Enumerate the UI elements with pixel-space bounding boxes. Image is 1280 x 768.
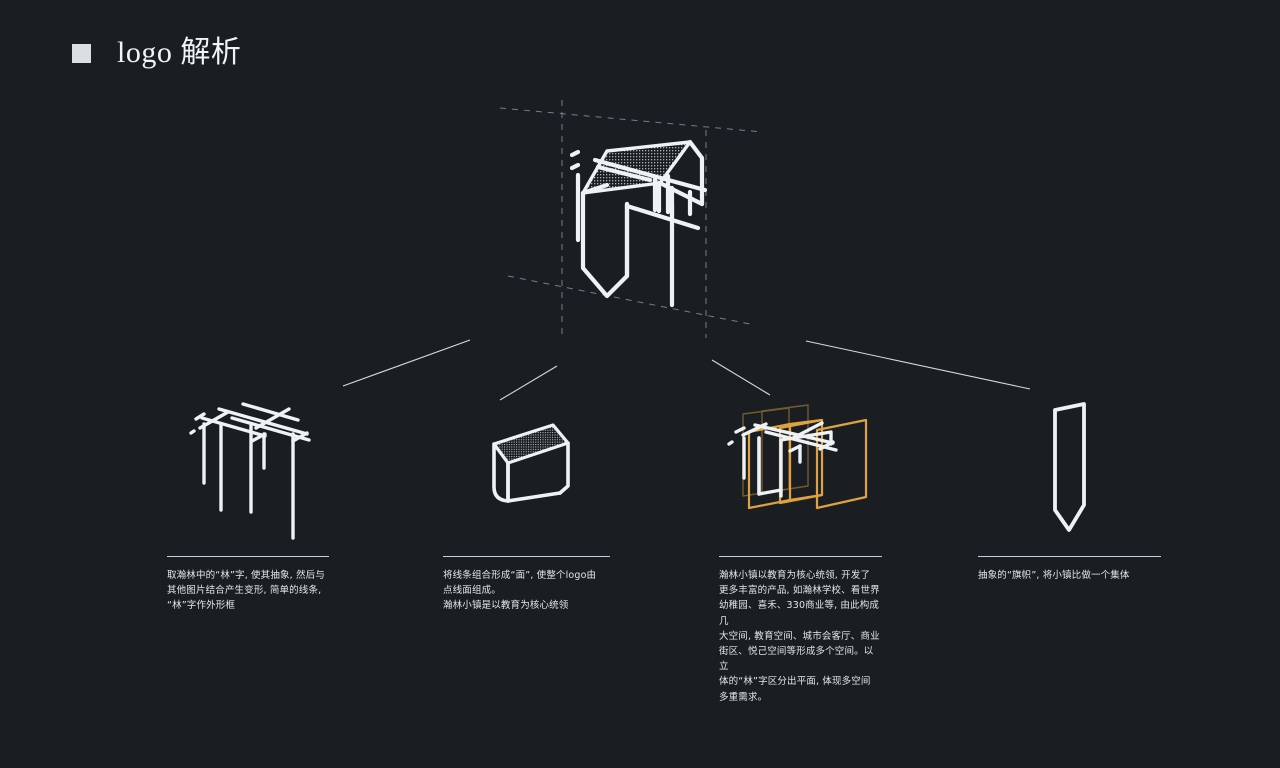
plane-gold-join-1 bbox=[788, 418, 824, 426]
planes-cross-1 bbox=[741, 422, 768, 437]
planes-cross-3 bbox=[818, 440, 835, 451]
caption-flag-text: 抽象的“旗帜”, 将小镇比做一个集体 bbox=[978, 570, 1130, 581]
step-surface-volume bbox=[492, 423, 570, 503]
caption-surface-text: 将线条组合形成“面”, 使整个logo由 点线面组成。 瀚林小镇是以教育为核心统… bbox=[443, 570, 597, 612]
logo-top-face bbox=[581, 140, 692, 195]
lattice-cross-1 bbox=[198, 410, 230, 430]
lattice-cross-3 bbox=[291, 431, 309, 443]
connector-lines bbox=[342, 339, 1031, 401]
plane-gold-3 bbox=[815, 418, 868, 510]
caption-spaces: 瀚林小镇以教育为核心统领, 开发了 更多丰富的产品, 如瀚林学校、看世界 幼稚园… bbox=[719, 556, 882, 705]
box-top-face bbox=[492, 423, 570, 465]
step-abstract-flag bbox=[1053, 402, 1086, 532]
logo-top-depth-edge bbox=[657, 180, 705, 207]
planes-diag-2 bbox=[764, 430, 838, 452]
caption-surface: 将线条组合形成“面”, 使整个logo由 点线面组成。 瀚林小镇是以教育为核心统… bbox=[443, 556, 610, 614]
hanlin-logo-isometric bbox=[569, 139, 708, 308]
planes-white-frame-2 bbox=[757, 436, 783, 496]
plane-gold-back-2 bbox=[761, 404, 809, 494]
lattice-diag-2 bbox=[230, 416, 311, 442]
caption-rule bbox=[167, 556, 329, 557]
caption-lines-text: 取瀚林中的“林”字, 使其抽象, 然后与 其他图片结合产生变形, 简单的线条, … bbox=[167, 570, 325, 612]
flag-outline bbox=[1053, 402, 1086, 532]
box-front-bottom bbox=[506, 491, 562, 503]
connector-2 bbox=[499, 365, 558, 401]
planes-white-frame-1 bbox=[779, 430, 833, 446]
connector-4 bbox=[805, 340, 1031, 390]
lattice-diag-1 bbox=[217, 407, 309, 436]
connector-1 bbox=[342, 339, 471, 387]
page-title: logo 解析 bbox=[72, 38, 241, 68]
connector-3 bbox=[711, 359, 771, 396]
plane-gold-1 bbox=[747, 422, 792, 510]
caption-lines: 取瀚林中的“林”字, 使其抽象, 然后与 其他图片结合产生变形, 简单的线条, … bbox=[167, 556, 329, 614]
caption-spaces-text: 瀚林小镇以教育为核心统领, 开发了 更多丰富的产品, 如瀚林学校、看世界 幼稚园… bbox=[719, 570, 880, 703]
lattice-diag-3 bbox=[241, 402, 300, 422]
guide-dashed-bottom bbox=[507, 275, 756, 326]
planes-diag-1 bbox=[753, 423, 835, 445]
logo-body-outline bbox=[580, 190, 630, 299]
lattice-tick-a bbox=[194, 412, 206, 421]
lattice-cross-2 bbox=[254, 407, 291, 430]
plane-gold-2 bbox=[778, 418, 824, 505]
box-front-face bbox=[492, 442, 510, 503]
logo-stroke-horizontal-2 bbox=[595, 164, 653, 183]
step-multi-space-planes bbox=[727, 404, 868, 510]
lattice-tick-b bbox=[189, 429, 196, 435]
planes-cross-4 bbox=[788, 444, 802, 453]
planes-tick-b bbox=[727, 440, 734, 446]
planes-cross-2 bbox=[791, 421, 824, 440]
logo-inner-bar bbox=[624, 203, 701, 231]
caption-rule bbox=[719, 556, 882, 557]
logo-top-right-edge bbox=[687, 139, 705, 207]
logo-stroke-upper-left bbox=[569, 149, 581, 158]
box-right-face bbox=[558, 441, 570, 495]
caption-rule bbox=[443, 556, 610, 557]
lattice-cross-4 bbox=[250, 432, 267, 443]
plane-gold-join-2 bbox=[788, 493, 824, 502]
step-lines-lin-character bbox=[189, 402, 311, 540]
caption-rule bbox=[978, 556, 1161, 557]
guide-lines bbox=[499, 100, 763, 338]
logo-stroke-horizontal-1 bbox=[592, 157, 708, 193]
logo-body-front-left bbox=[580, 182, 610, 196]
planes-tick-a bbox=[734, 426, 746, 434]
square-bullet-icon bbox=[72, 43, 91, 63]
caption-flag: 抽象的“旗帜”, 将小镇比做一个集体 bbox=[978, 556, 1161, 583]
guide-dashed-top bbox=[499, 107, 763, 133]
page-title-text: logo 解析 bbox=[117, 36, 242, 69]
lattice-diag-4 bbox=[200, 416, 267, 438]
plane-gold-back-1 bbox=[742, 407, 790, 497]
logo-stroke-left-tip bbox=[569, 162, 581, 171]
